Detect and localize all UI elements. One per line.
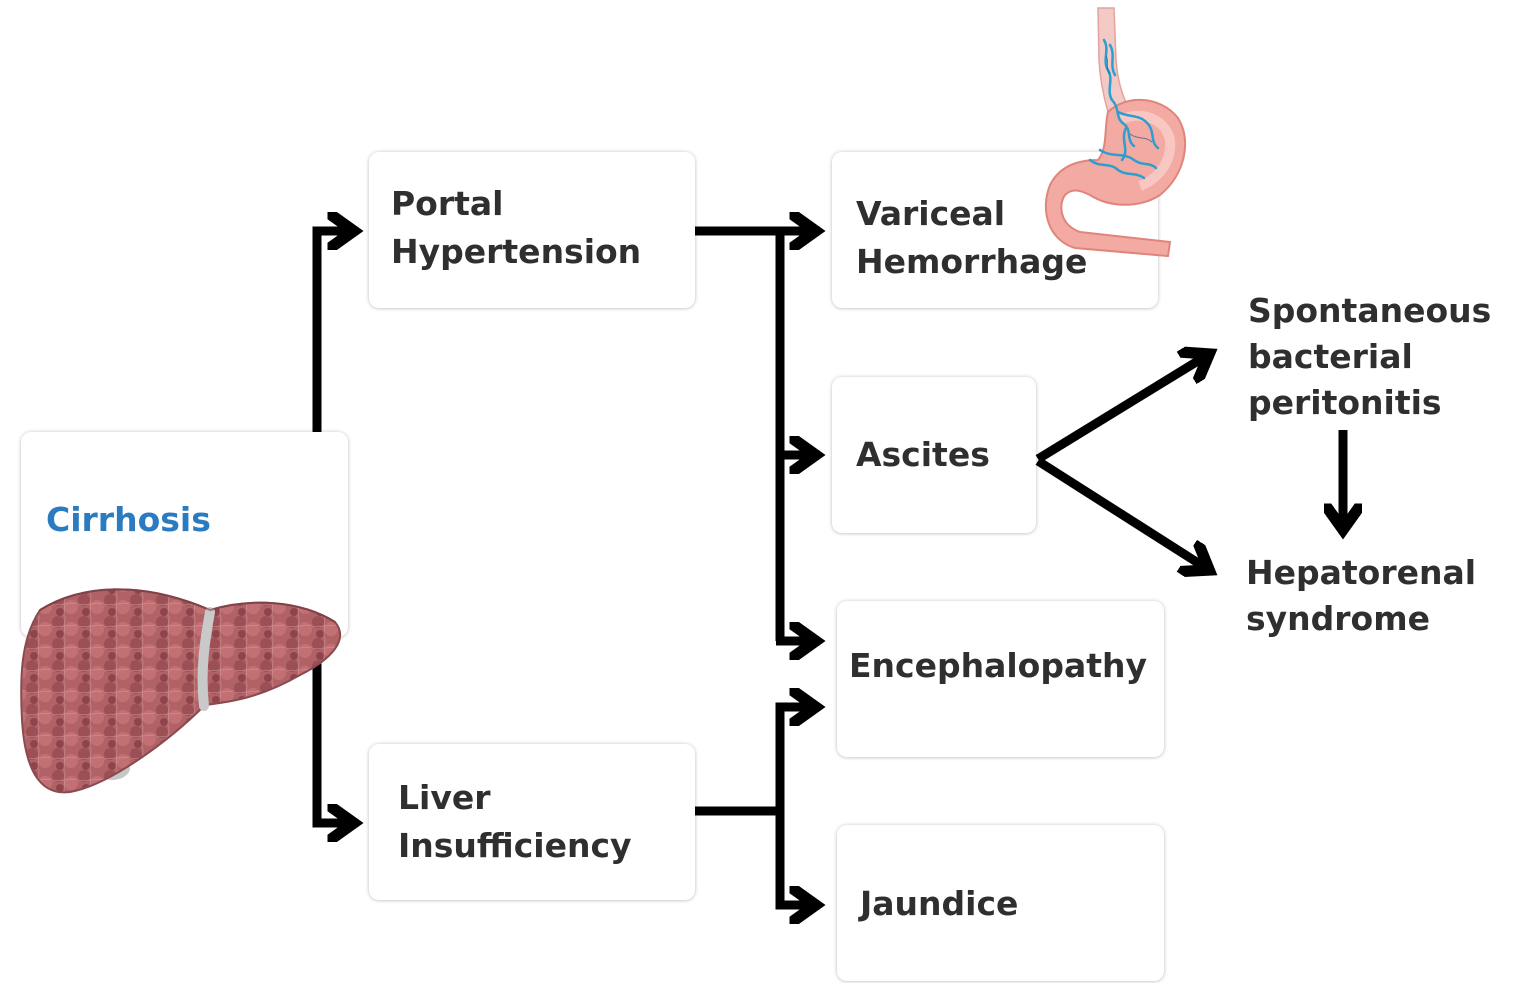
arrow-cirrhosis-portal — [317, 231, 350, 432]
variceal-hemorrhage-line-2: Hemorrhage — [856, 238, 1087, 286]
cirrhosis-label-line: Cirrhosis — [46, 496, 211, 544]
sbp-line-1: Spontaneous — [1248, 288, 1491, 334]
liver-insufficiency-line-1: Liver — [398, 774, 632, 822]
hrs-line-1: Hepatorenal — [1246, 550, 1476, 596]
cirrhosis-label: Cirrhosis — [46, 496, 211, 544]
connector-portal-trunk — [695, 231, 780, 641]
portal-hypertension-label: Portal Hypertension — [391, 180, 641, 276]
arrow-cirrhosis-liver-insufficiency — [317, 637, 350, 823]
arrow-ascites-sbp — [1038, 356, 1206, 459]
encephalopathy-line: Encephalopathy — [849, 642, 1147, 690]
variceal-hemorrhage-line-1: Variceal — [856, 190, 1087, 238]
arrow-ascites-hrs — [1038, 461, 1206, 568]
portal-hypertension-line-1: Portal — [391, 180, 641, 228]
hrs-label: Hepatorenal syndrome — [1246, 550, 1476, 642]
arrow-liver-insufficiency-jaundice — [780, 807, 812, 905]
jaundice-line: Jaundice — [860, 880, 1018, 928]
sbp-line-2: bacterial — [1248, 334, 1491, 380]
hrs-line-2: syndrome — [1246, 596, 1476, 642]
ascites-label: Ascites — [856, 431, 990, 479]
variceal-hemorrhage-label: Variceal Hemorrhage — [856, 190, 1087, 286]
liver-insufficiency-line-2: Insufficiency — [398, 822, 632, 870]
jaundice-label: Jaundice — [860, 880, 1018, 928]
liver-insufficiency-label: Liver Insufficiency — [398, 774, 632, 870]
portal-hypertension-line-2: Hypertension — [391, 228, 641, 276]
sbp-label: Spontaneous bacterial peritonitis — [1248, 288, 1491, 426]
sbp-line-3: peritonitis — [1248, 380, 1491, 426]
arrow-liver-insufficiency-encephalopathy — [780, 707, 812, 815]
encephalopathy-label: Encephalopathy — [849, 642, 1147, 690]
ascites-line: Ascites — [856, 431, 990, 479]
